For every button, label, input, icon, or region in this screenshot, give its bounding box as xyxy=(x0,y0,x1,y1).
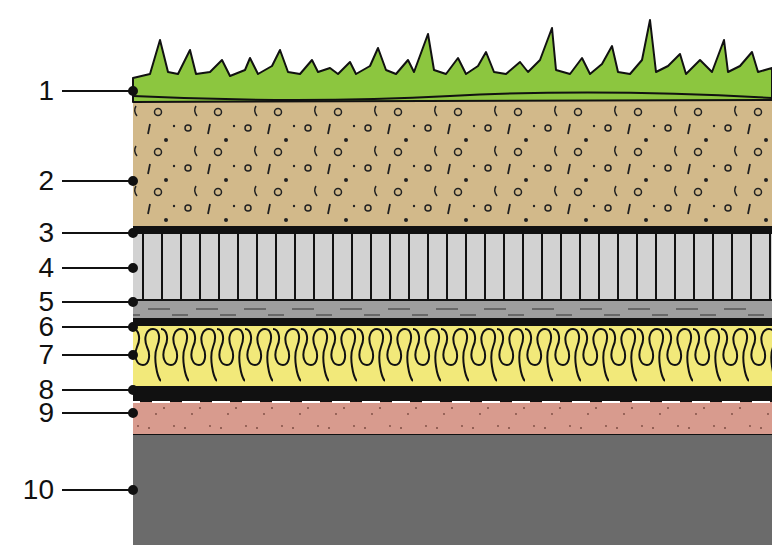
callout-number: 7 xyxy=(38,341,54,369)
callout-number: 1 xyxy=(38,77,54,105)
leader-lines xyxy=(62,87,137,494)
callout-number: 2 xyxy=(38,167,54,195)
callout-number: 6 xyxy=(38,313,54,341)
callout-number: 5 xyxy=(38,288,54,316)
callout-number: 9 xyxy=(38,399,54,427)
callout-number: 10 xyxy=(23,476,54,504)
callout-number: 4 xyxy=(38,254,54,282)
callout-number: 3 xyxy=(38,219,54,247)
